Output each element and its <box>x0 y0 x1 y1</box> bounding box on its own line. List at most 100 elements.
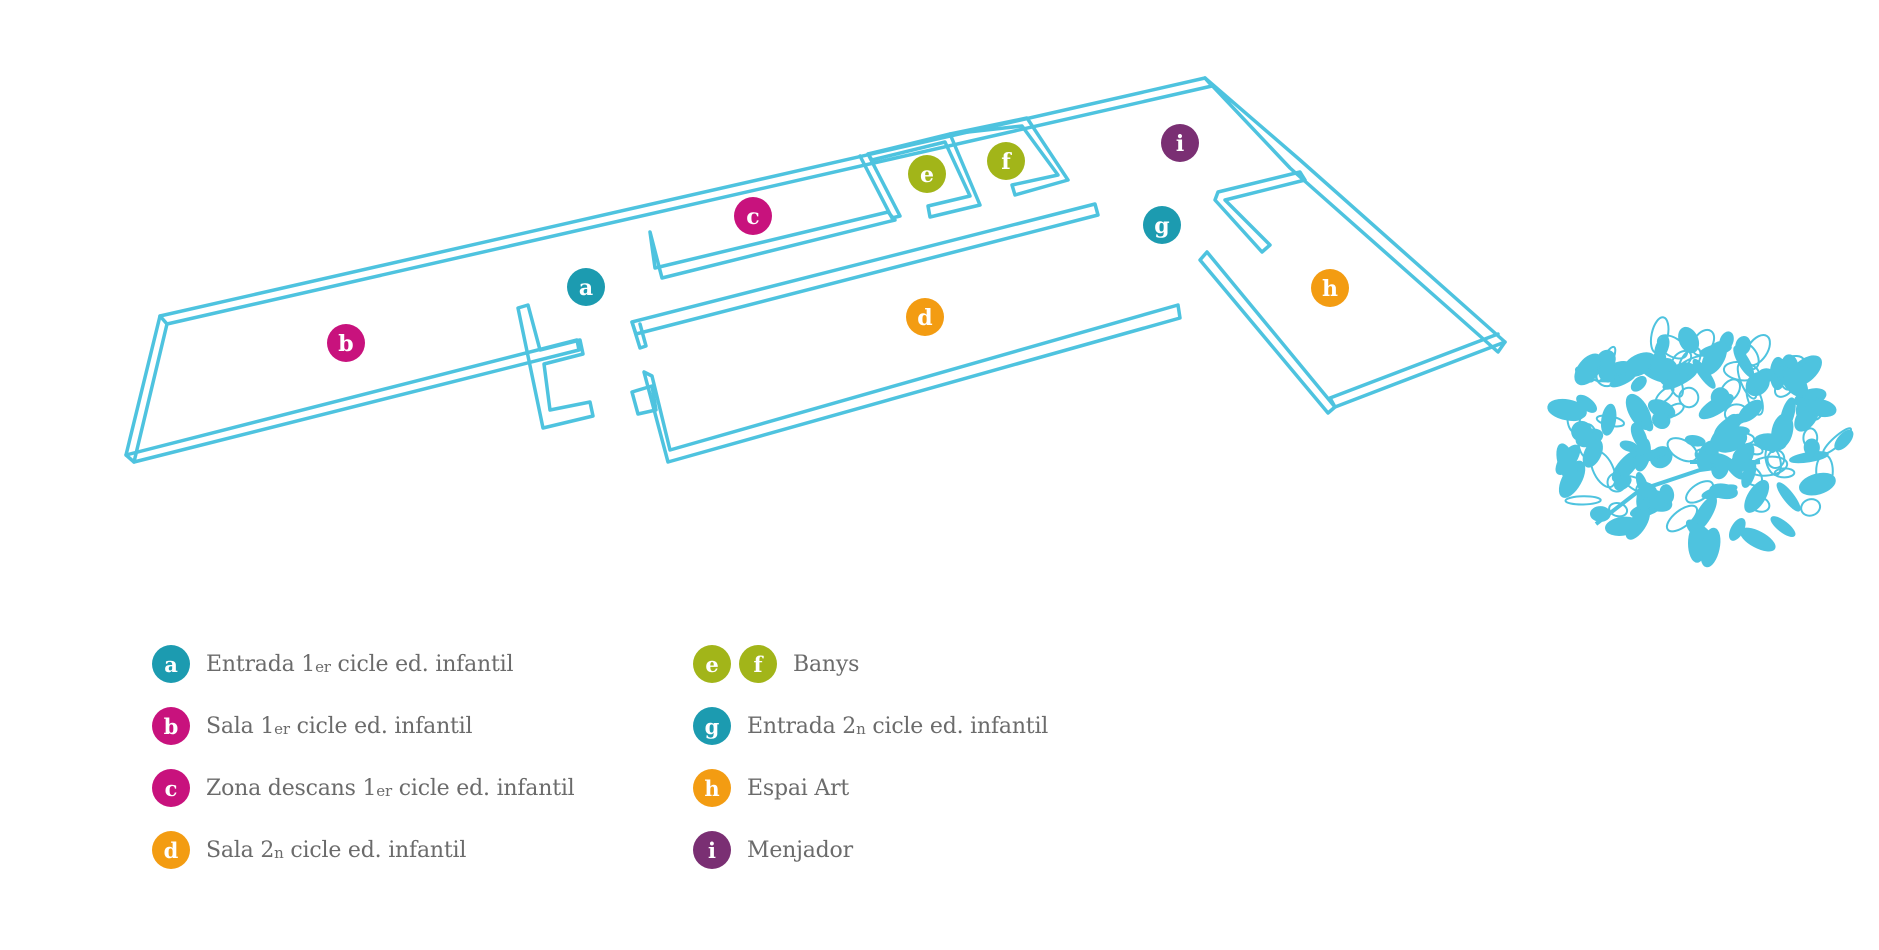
tree-leaf <box>1654 385 1675 405</box>
tree-leaf <box>1630 375 1647 392</box>
tree-leaf <box>1614 475 1632 491</box>
legend-label-text: Entrada 1 <box>206 651 316 677</box>
legend-label-text: Zona descans 1 <box>206 775 377 801</box>
legend-label-text: Espai Art <box>747 775 850 801</box>
legend-label-ordinal: er <box>315 657 331 676</box>
legend-label-ordinal: er <box>376 781 392 800</box>
tree-leaf <box>1635 481 1658 501</box>
outer-wall-right-wing <box>1203 76 1507 354</box>
legend-label: Sala 1er cicle ed. infantil <box>206 713 473 739</box>
wall-room-c <box>648 210 897 280</box>
legend-label-text: Banys <box>793 651 860 677</box>
tree-leaf <box>1619 440 1639 453</box>
plan-marker-letter: i <box>1176 131 1184 157</box>
tree-leaf <box>1667 370 1684 398</box>
tree-leaf <box>1798 472 1836 496</box>
tree-leaf <box>1665 504 1699 533</box>
legend-badge-c: c <box>152 769 190 807</box>
tree-leaf <box>1606 472 1627 493</box>
tree-leaf <box>1556 443 1578 484</box>
tree-leaf <box>1608 502 1629 518</box>
wall-corridor-end <box>630 320 648 350</box>
wall-art-left <box>1198 250 1337 415</box>
wall-room-d-stub <box>630 384 658 416</box>
wall-bath-e <box>866 132 982 219</box>
plan-marker-letter: d <box>917 305 932 331</box>
tree-leaf <box>1649 351 1667 368</box>
plan-marker-letter: e <box>920 162 934 188</box>
tree-leaf <box>1756 368 1775 383</box>
legend-label: Entrada 2n cicle ed. infantil <box>747 714 1048 739</box>
tree-leaf <box>1770 516 1796 538</box>
plan-marker-letter: a <box>579 275 593 301</box>
plan-marker-letter: h <box>1322 276 1338 302</box>
plan-marker-circle <box>1161 124 1199 162</box>
wall-art-bottom <box>1328 332 1507 409</box>
tree-leaf <box>1738 399 1763 423</box>
tree-leaf <box>1664 402 1685 418</box>
plan-marker-circle <box>908 155 946 193</box>
wall-room-c-right <box>858 152 902 220</box>
outer-wall-top <box>158 76 1214 326</box>
plan-markers: a b c d e f g h i <box>327 124 1349 362</box>
legend-badge-e: e <box>693 645 731 683</box>
building-walls <box>124 76 1507 464</box>
legend-label-ordinal: n <box>274 843 284 862</box>
tree-leaf <box>1800 498 1822 517</box>
legend-label: Sala 2n cicle ed. infantil <box>206 838 466 863</box>
legend-label-text: Entrada 2 <box>747 713 857 739</box>
tree-leaf <box>1631 448 1669 463</box>
tree-leaf <box>1571 420 1593 442</box>
tree-leaf <box>1805 398 1837 418</box>
tree-leaf <box>1637 410 1654 432</box>
legend-badge-d: d <box>152 831 190 869</box>
legend-label-ordinal: er <box>274 719 290 738</box>
plan-marker-d: d <box>906 298 944 336</box>
legend-label-text: Sala 1 <box>206 713 275 739</box>
floor-plan: a b c d e f g h i <box>124 76 1854 568</box>
plan-marker-letter: c <box>746 204 759 230</box>
tree-leaf <box>1710 387 1730 407</box>
legend-label: Entrada 1er cicle ed. infantil <box>206 651 514 677</box>
tree-leaf <box>1605 516 1640 536</box>
tree-leaf <box>1656 334 1689 360</box>
plan-marker-letter: f <box>1001 149 1012 175</box>
tree-leaf <box>1659 484 1675 504</box>
legend-label-ordinal: n <box>856 719 866 738</box>
plan-marker-circle <box>734 197 772 235</box>
plan-marker-circle <box>327 324 365 362</box>
plan-marker-letter: g <box>1154 213 1169 239</box>
legend-item-c: c Zona descans 1er cicle ed. infantil <box>152 769 575 807</box>
plan-marker-circle <box>987 142 1025 180</box>
legend-label-rest: cicle ed. infantil <box>391 775 575 801</box>
tree-illustration <box>1547 316 1854 568</box>
wall-bath-f <box>948 116 1070 197</box>
legend-label: Zona descans 1er cicle ed. infantil <box>206 776 575 801</box>
plan-marker-circle <box>1311 269 1349 307</box>
plan-marker-b: b <box>327 324 365 362</box>
tree-leaf <box>1564 495 1602 506</box>
plan-marker-h: h <box>1311 269 1349 307</box>
legend-badge-f: f <box>739 645 777 683</box>
plan-marker-e: e <box>908 155 946 193</box>
tree-leaf <box>1701 341 1728 376</box>
legend-label-text: Sala 2 <box>206 837 275 863</box>
plan-marker-g: g <box>1143 206 1181 244</box>
legend-label: Espai Art <box>747 776 849 801</box>
tree-leaf <box>1740 527 1776 552</box>
tree-leaf <box>1803 438 1820 457</box>
legend-label-rest: cicle ed. infantil <box>289 713 473 739</box>
tree-leaf <box>1732 447 1750 467</box>
tree-leaf <box>1684 435 1706 447</box>
tree-leaf <box>1776 482 1801 512</box>
legend-label: Menjador <box>747 838 853 863</box>
plan-marker-circle <box>567 268 605 306</box>
legend-label-rest: cicle ed. infantil <box>283 837 467 863</box>
plan-marker-circle <box>1143 206 1181 244</box>
